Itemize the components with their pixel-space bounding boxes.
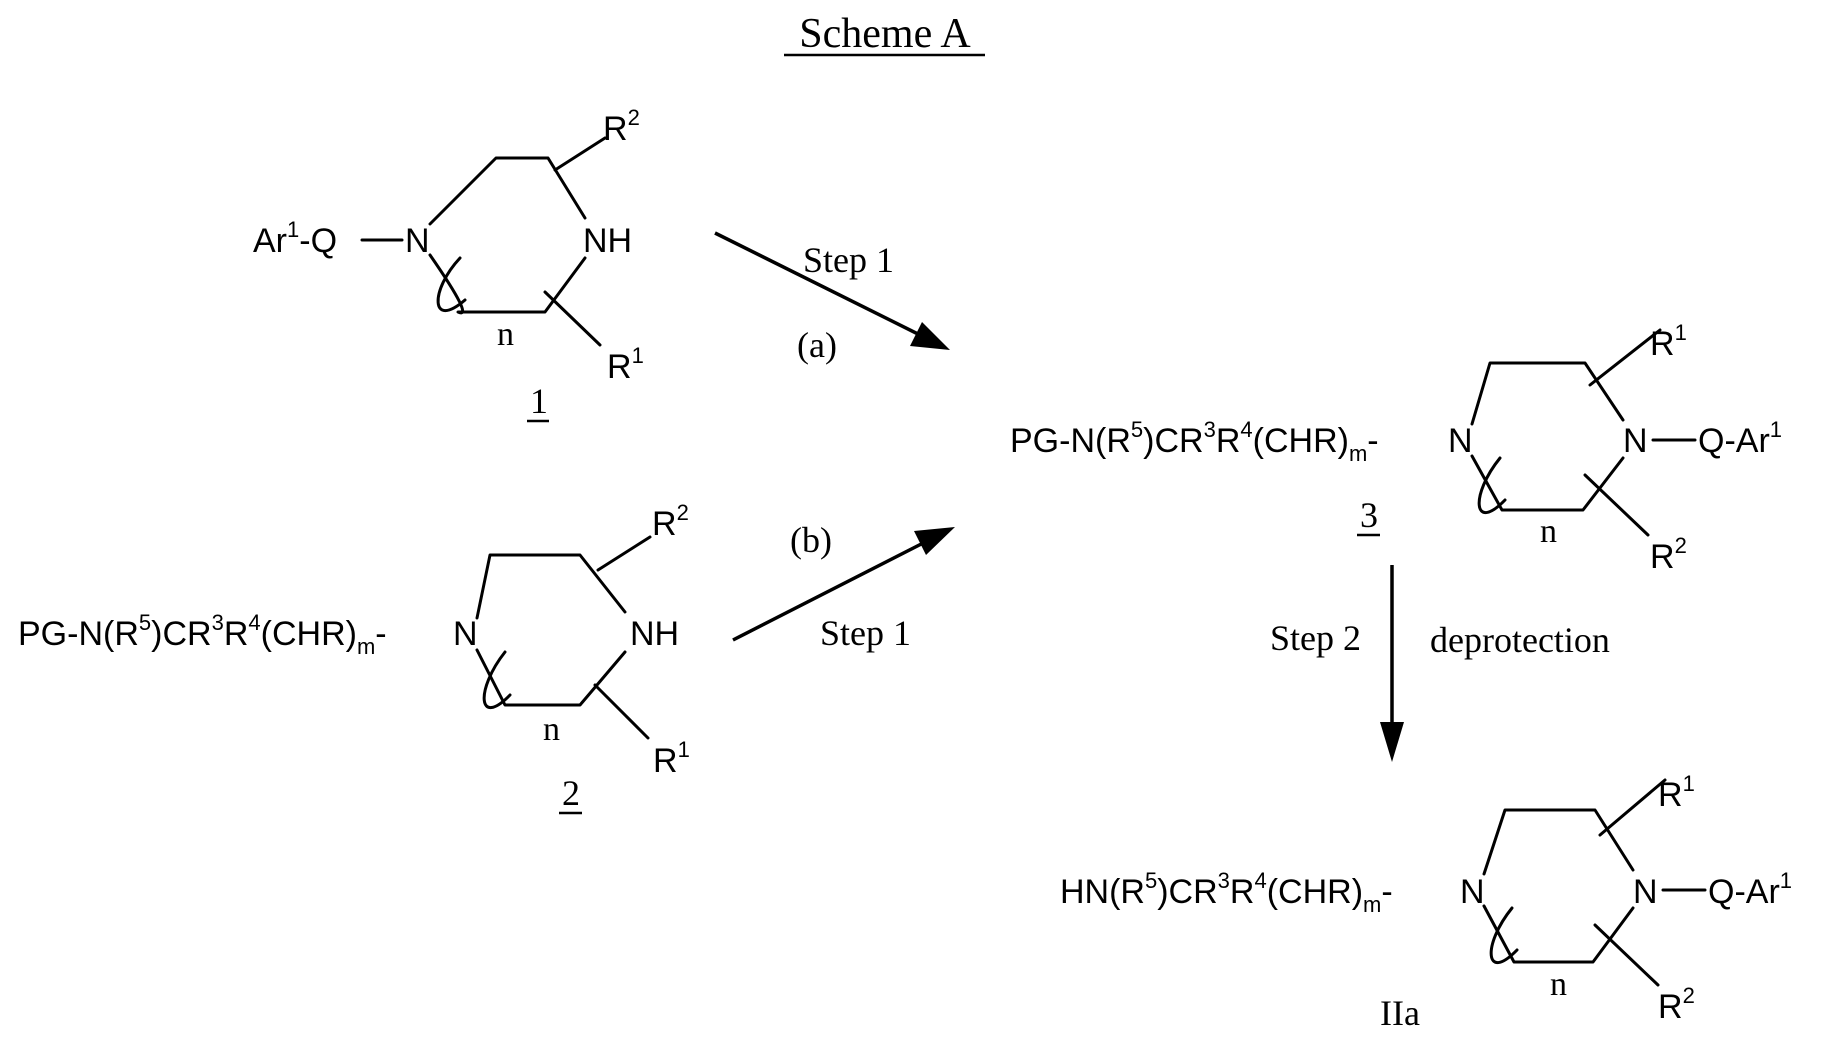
c1-ring-top [430, 158, 585, 224]
c1-ar-group: Ar1-Q [253, 217, 337, 260]
c2-r1-bond [595, 685, 648, 738]
c2-n-sub: n [543, 711, 560, 748]
arrow-b-head [914, 527, 955, 555]
c3-ring-top [1472, 363, 1623, 424]
c1-nh: NH [583, 222, 632, 260]
c3-right-n: N [1623, 422, 1648, 460]
arrow-a-head [910, 322, 950, 350]
c4-right-n: N [1633, 873, 1658, 911]
c3-bracket-arc [1479, 458, 1505, 513]
c4-chain: HN(R5)CR3R4(CHR)m- [1060, 868, 1393, 917]
c4-ring-top [1484, 810, 1633, 874]
c4-r1-bond [1600, 780, 1665, 835]
c4-ring-n: N [1460, 873, 1485, 911]
c2-r2-bond [598, 537, 650, 570]
c2-ring-n: N [453, 615, 478, 653]
arrow-a-label: (a) [797, 325, 837, 365]
arrow-b-step: Step 1 [820, 613, 911, 653]
c1-bracket-arc [438, 258, 465, 311]
c1-r1: R1 [607, 343, 644, 386]
c3-q-ar: Q-Ar1 [1698, 417, 1782, 460]
arrow-c-step: Step 2 [1270, 618, 1361, 658]
compound-1: Ar1-Q N NH n R2 R1 1 [253, 105, 644, 421]
arrow-step1-a: Step 1 (a) [715, 233, 950, 365]
compound-3: PG-N(R5)CR3R4(CHR)m- N N Q-Ar1 n R1 R2 3 [1010, 320, 1782, 576]
scheme-title: Scheme A [799, 11, 971, 57]
c3-chain: PG-N(R5)CR3R4(CHR)m- [1010, 417, 1379, 466]
c4-r2: R2 [1658, 983, 1695, 1026]
c4-r1: R1 [1658, 771, 1695, 814]
c1-r1-bond [545, 292, 600, 345]
c2-r1: R1 [653, 737, 690, 780]
c3-n-sub: n [1540, 513, 1557, 550]
c1-ring-n: N [405, 222, 430, 260]
c3-r1: R1 [1650, 320, 1687, 363]
c3-number: 3 [1360, 495, 1378, 535]
compound-iia: HN(R5)CR3R4(CHR)m- N N Q-Ar1 n R1 R2 IIa [1060, 771, 1792, 1033]
c4-number: IIa [1380, 993, 1420, 1033]
c3-r2-bond [1585, 475, 1648, 535]
arrow-b-label: (b) [790, 520, 832, 560]
c1-r2-bond [555, 138, 605, 170]
c2-nh: NH [630, 615, 679, 653]
c4-q-ar: Q-Ar1 [1708, 868, 1792, 911]
arrow-a-step: Step 1 [803, 240, 894, 280]
arrow-step1-b: (b) Step 1 [733, 520, 955, 653]
c2-number: 2 [562, 773, 580, 813]
c4-n-sub: n [1550, 966, 1567, 1003]
c4-bracket-arc [1491, 908, 1517, 963]
c1-r2: R2 [603, 105, 640, 148]
c4-r2-bond [1595, 925, 1658, 985]
arrow-step2: Step 2 deprotection [1270, 565, 1610, 762]
c2-ring-top [477, 555, 625, 618]
c1-n-sub: n [497, 316, 514, 353]
arrow-c-label: deprotection [1430, 620, 1610, 660]
c2-r2: R2 [652, 500, 689, 543]
c2-bracket-arc [484, 652, 510, 708]
compound-2: PG-N(R5)CR3R4(CHR)m- N NH n R2 R1 2 [18, 500, 690, 813]
c3-ring-n: N [1448, 422, 1473, 460]
c1-number: 1 [530, 381, 548, 421]
arrow-c-head [1380, 722, 1404, 762]
c3-r2: R2 [1650, 533, 1687, 576]
c2-chain: PG-N(R5)CR3R4(CHR)m- [18, 610, 387, 659]
